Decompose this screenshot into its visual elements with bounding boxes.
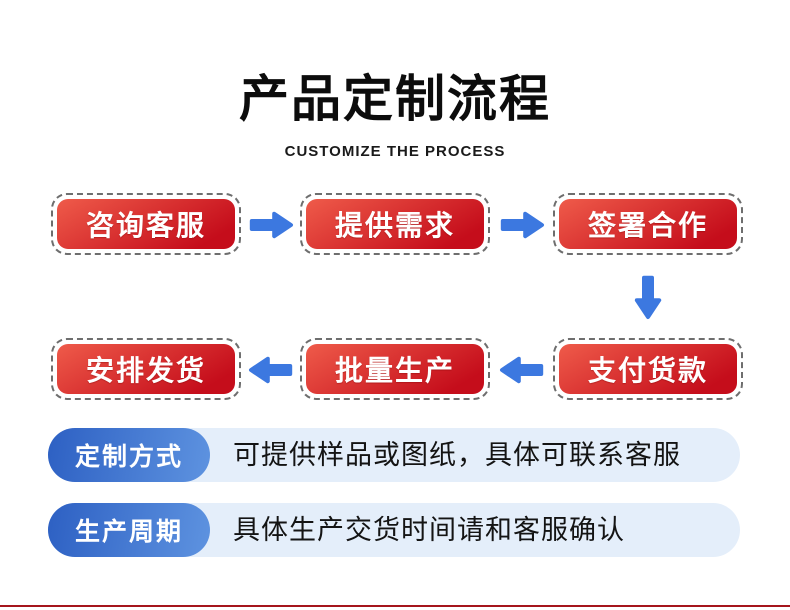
page-title: 产品定制流程 [239,71,551,127]
flow-step-sign: 签署合作 [553,193,743,255]
flow-step-label: 提供需求 [306,199,484,249]
flow-step-label: 支付货款 [559,344,737,394]
flow-step-label: 咨询客服 [57,199,235,249]
note-tag-pill: 定制方式 [48,428,210,482]
note-text: 可提供样品或图纸，具体可联系客服 [233,440,681,470]
note-row-leadtime: 具体生产交货时间请和客服确认 生产周期 [48,503,740,557]
bottom-divider [0,605,790,607]
flow-step-label: 批量生产 [306,344,484,394]
arrow-right-icon [498,208,546,242]
flow-step-production: 批量生产 [300,338,490,400]
note-tag-pill: 生产周期 [48,503,210,557]
arrow-left-icon [498,353,546,387]
arrow-right-icon [247,208,295,242]
note-text: 具体生产交货时间请和客服确认 [233,515,625,545]
flow-step-label: 安排发货 [57,344,235,394]
flow-step-label: 签署合作 [559,199,737,249]
note-row-customization: 可提供样品或图纸，具体可联系客服 定制方式 [48,428,740,482]
arrow-down-icon [631,273,665,321]
flow-step-payment: 支付货款 [553,338,743,400]
page-subtitle: CUSTOMIZE THE PROCESS [284,143,506,160]
arrow-left-icon [247,353,295,387]
flow-step-requirements: 提供需求 [300,193,490,255]
flow-step-ship: 安排发货 [51,338,241,400]
flow-step-consult: 咨询客服 [51,193,241,255]
